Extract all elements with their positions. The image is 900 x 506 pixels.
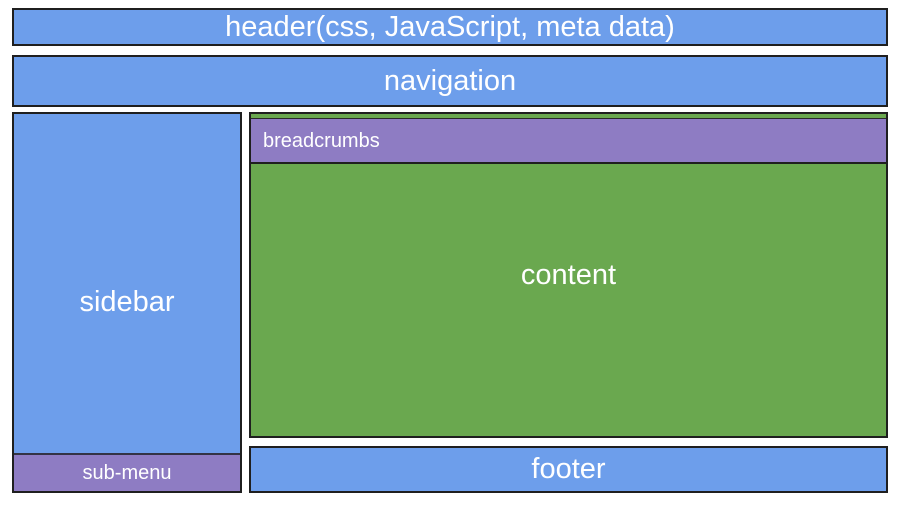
header-block: header(css, JavaScript, meta data) bbox=[12, 8, 888, 46]
content-block: content breadcrumbs bbox=[249, 112, 888, 438]
content-block-label: content bbox=[520, 258, 617, 291]
breadcrumbs-block-label: breadcrumbs bbox=[263, 129, 380, 152]
navigation-block-label: navigation bbox=[383, 64, 517, 97]
header-block-label: header(css, JavaScript, meta data) bbox=[225, 10, 675, 43]
footer-block: footer bbox=[249, 446, 888, 493]
sidebar-block: sidebar sub-menu bbox=[12, 112, 242, 493]
navigation-block: navigation bbox=[12, 55, 888, 107]
sidebar-block-label: sidebar bbox=[79, 286, 175, 318]
footer-block-label: footer bbox=[531, 453, 606, 485]
sub-menu-block-label: sub-menu bbox=[82, 462, 172, 484]
breadcrumbs-block: breadcrumbs bbox=[251, 118, 886, 164]
sub-menu-block: sub-menu bbox=[14, 453, 240, 491]
